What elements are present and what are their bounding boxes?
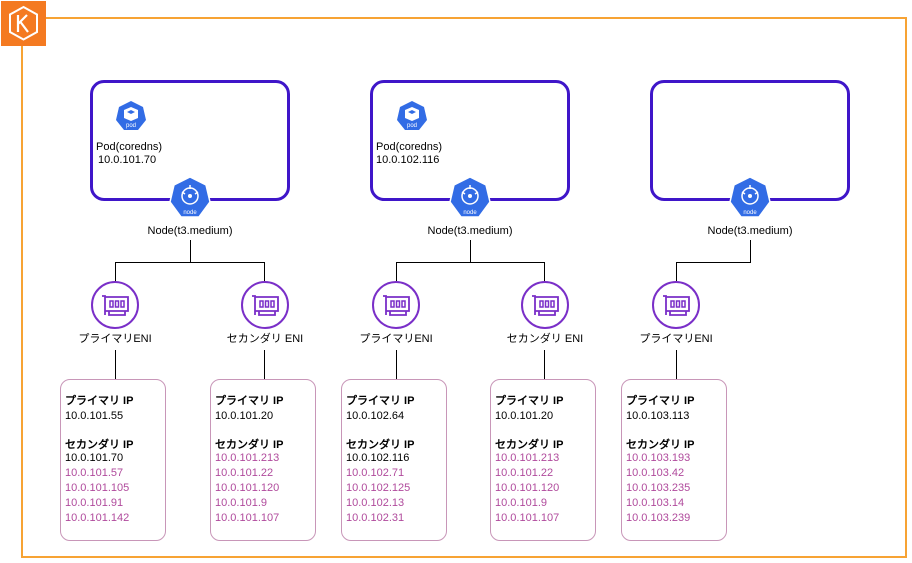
secondary-ip: 10.0.101.120 [495,482,560,494]
secondary-ip: 10.0.102.71 [346,467,405,479]
eks-icon [1,1,46,46]
secondary-ip: 10.0.103.42 [626,467,685,479]
eni-label-5: プライマリENI [639,333,713,345]
pod-icon: pod [116,101,146,130]
primary-ip-heading: プライマリ IP [65,395,134,407]
secondary-ip: 10.0.101.22 [495,467,554,479]
connector [115,262,265,263]
node-label-1: Node(t3.medium) [147,225,233,237]
ip-list-box: プライマリ IP 10.0.103.113 セカンダリ IP 10.0.103.… [621,379,727,541]
svg-text:node: node [463,210,477,216]
secondary-ip: 10.0.101.57 [65,467,124,479]
secondary-ip: 10.0.101.91 [65,497,124,509]
node-box-2 [370,80,570,201]
connector [676,262,751,263]
eni-icon [652,281,700,329]
ip-list-box: プライマリ IP 10.0.101.55 セカンダリ IP 10.0.101.7… [60,379,166,541]
primary-ip-heading: プライマリ IP [346,395,415,407]
primary-ip-heading: プライマリ IP [495,395,564,407]
eni-icon [372,281,420,329]
eni-icon [241,281,289,329]
secondary-ip: 10.0.101.142 [65,512,130,524]
secondary-ip-used: 10.0.101.70 [65,452,124,464]
ip-list-box: プライマリ IP 10.0.102.64 セカンダリ IP 10.0.102.1… [341,379,447,541]
pod-icon: pod [397,101,427,130]
node-icon: node [169,176,211,218]
secondary-ip: 10.0.102.31 [346,512,405,524]
primary-ip: 10.0.101.55 [65,410,124,422]
secondary-ip: 10.0.103.14 [626,497,685,509]
secondary-ip: 10.0.101.9 [495,497,547,509]
secondary-ip: 10.0.102.125 [346,482,411,494]
primary-ip: 10.0.101.20 [215,410,274,422]
eks-cluster-frame [21,17,907,558]
connector [470,240,471,262]
secondary-ip-heading: セカンダリ IP [346,439,415,451]
node-label-3: Node(t3.medium) [707,225,793,237]
secondary-ip-heading: セカンダリ IP [495,439,564,451]
connector [544,350,545,380]
primary-ip-heading: プライマリ IP [626,395,695,407]
node-icon: node [729,176,771,218]
secondary-ip: 10.0.101.213 [215,452,280,464]
secondary-ip: 10.0.101.9 [215,497,267,509]
secondary-ip: 10.0.102.13 [346,497,405,509]
secondary-ip: 10.0.101.107 [495,512,560,524]
eni-label-2: セカンダリ ENI [226,333,304,345]
secondary-ip: 10.0.103.235 [626,482,691,494]
secondary-ip-heading: セカンダリ IP [626,439,695,451]
connector [396,262,545,263]
secondary-ip-used: 10.0.102.116 [346,452,410,464]
pod-name-2: Pod(coredns) [376,141,443,153]
connector [264,262,265,284]
connector [544,262,545,284]
pod-name-1: Pod(coredns) [96,141,163,153]
svg-text:node: node [183,210,197,216]
node-label-2: Node(t3.medium) [427,225,513,237]
pod-ip-2: 10.0.102.116 [376,154,440,166]
eni-label-3: プライマリENI [359,333,433,345]
secondary-ip: 10.0.103.193 [626,452,691,464]
ip-list-box: プライマリ IP 10.0.101.20 セカンダリ IP 10.0.101.2… [490,379,596,541]
primary-ip: 10.0.103.113 [626,410,690,422]
secondary-ip: 10.0.101.213 [495,452,560,464]
connector [750,240,751,262]
connector [190,240,191,262]
primary-ip-heading: プライマリ IP [215,395,284,407]
connector [264,350,265,380]
secondary-ip-heading: セカンダリ IP [215,439,284,451]
connector [115,262,116,284]
eni-label-1: プライマリENI [78,333,152,345]
ip-list-box: プライマリ IP 10.0.101.20 セカンダリ IP 10.0.101.2… [210,379,316,541]
connector [676,262,677,284]
svg-text:node: node [743,210,757,216]
secondary-ip: 10.0.101.107 [215,512,280,524]
eni-label-4: セカンダリ ENI [506,333,584,345]
connector [396,262,397,284]
svg-text:pod: pod [407,123,417,129]
secondary-ip-heading: セカンダリ IP [65,439,134,451]
node-icon: node [449,176,491,218]
connector [396,350,397,380]
connector [115,350,116,380]
secondary-ip: 10.0.101.22 [215,467,274,479]
secondary-ip: 10.0.103.239 [626,512,691,524]
pod-ip-1: 10.0.101.70 [98,154,157,166]
connector [676,350,677,380]
primary-ip: 10.0.102.64 [346,410,405,422]
primary-ip: 10.0.101.20 [495,410,554,422]
secondary-ip: 10.0.101.105 [65,482,130,494]
eni-icon [521,281,569,329]
svg-text:pod: pod [126,123,136,129]
secondary-ip: 10.0.101.120 [215,482,280,494]
eni-icon [91,281,139,329]
